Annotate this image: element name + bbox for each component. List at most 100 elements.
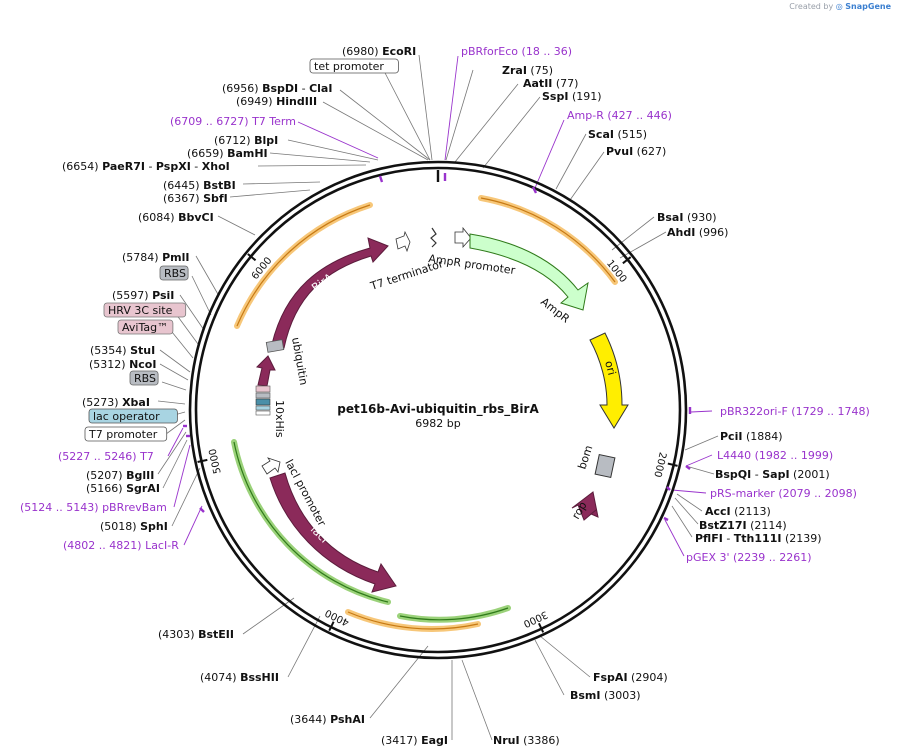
label-sbfi: (6367) SbfI [163,192,228,205]
label-part-pbr322ori-f: pBR322ori-F [720,405,788,418]
rop-green-line [399,607,509,621]
label-text-bsteii: (4303) BstEII [158,628,234,641]
leader-lines [157,54,719,741]
label-nrui: NruI (3386) [493,734,560,747]
label-blpi: (6712) BlpI [214,134,278,147]
label-part-bspqi-sapi: (2001) [793,468,830,481]
label-pcii: PciI (1884) [720,430,783,443]
label-text-pshai: (3644) PshAI [290,713,365,726]
label-hrv3c: HRV 3C site [103,302,187,318]
ampr-highlight-line [480,197,616,283]
label-l4440: L4440 (1982 .. 1999) [717,449,833,462]
label-part-t7-primer: T7 [139,450,154,463]
label-text-sphi: (5018) SphI [100,520,168,533]
label-text-sbfi: (6367) SbfI [163,192,228,205]
tick-label-5000: 5000 [208,447,224,474]
label-sphi: (5018) SphI [100,520,168,533]
label-part-bsshii: (4074) [200,671,237,684]
watermark-prefix: Created by [789,2,834,11]
label-aatii: AatII (77) [523,77,578,90]
label-part-bstbi: (6445) [163,179,200,192]
label-part-stui: (5354) [90,344,127,357]
label-bstz17i: BstZ17I (2114) [699,519,787,532]
label-bsmi: BsmI (3003) [570,689,641,702]
label-part-paer7i-pspxi-xhoi: XhoI [202,160,230,173]
scale-ticks [197,253,678,633]
label-part-pvui: PvuI [606,145,633,158]
backbone-outer-circle [188,160,688,660]
label-zrai: ZraI (75) [502,64,553,77]
label-box-lac-operator [88,408,178,424]
label-part-psii: PsiI [152,289,174,302]
label-paer7i-pspxi-xhoi: (6654) PaeR7I - PspXI - XhoI [62,160,230,173]
label-part-sbfi: SbfI [203,192,228,205]
label-part-bsai: (930) [687,211,717,224]
label-part-psii: (5597) [112,289,149,302]
label-ahdi: AhdI (996) [667,226,728,239]
label-part-bstz17i: (2114) [750,519,787,532]
label-part-pbrrevbam: pBRrevBam [102,501,167,514]
label-part-bsteii: (4303) [158,628,195,641]
label-part-ahdi: (996) [699,226,729,239]
label-box-avitag [117,319,174,335]
label-part-paer7i-pspxi-xhoi: PspXI [156,160,191,173]
label-eagi: (3417) EagI [381,734,448,747]
label-part-pflfi-tth111i: PflFI [695,532,723,545]
label-xbai: (5273) XbaI [82,396,150,409]
label-pbrrevbam: (5124 .. 5143) pBRrevBam [20,501,167,514]
label-part-ecori: (6980) [342,45,379,58]
label-text-lac-operator: lac operator [93,410,160,423]
label-t7-term: (6709 .. 6727) T7 Term [170,115,296,128]
label-part-pgex3: (2239 .. 2261) [733,551,812,564]
birA-highlight-line [236,204,371,327]
label-stui: (5354) StuI [90,344,155,357]
laci-feature-arrow [269,472,397,593]
label-scai: ScaI (515) [588,128,647,141]
label-part-prs-marker: pRS-marker [710,487,775,500]
label-text-fspai: FspAI (2904) [593,671,668,684]
label-text-acci: AccI (2113) [705,505,771,518]
label-text-pflfi-tth111i: PflFI - Tth111I (2139) [695,532,822,545]
label-text-nrui: NruI (3386) [493,734,560,747]
label-part-bstbi: BstBI [203,179,236,192]
label-part-nrui: NruI [493,734,520,747]
label-rbs2: RBS [129,370,159,386]
label-box-rbs1 [159,265,189,281]
label-text-amp-r: Amp-R (427 .. 446) [567,109,672,122]
label-text-bsmi: BsmI (3003) [570,689,641,702]
label-text-scai: ScaI (515) [588,128,647,141]
label-text-bsai: BsaI (930) [657,211,717,224]
label-text-paer7i-pspxi-xhoi: (6654) PaeR7I - PspXI - XhoI [62,160,230,173]
label-pvui: PvuI (627) [606,145,666,158]
label-part-bsteii: BstEII [198,628,234,641]
label-part-ncoi: (5312) [89,358,126,371]
ampr-promoter-arrow [454,226,472,249]
label-text-tet-promoter: tet promoter [314,60,384,73]
label-part-xbai: (5273) [82,396,119,409]
label-part-scai: ScaI [588,128,614,141]
plasmid-length: 6982 bp [415,417,460,430]
label-text-rbs1: RBS [164,267,186,280]
label-text-ahdi: AhdI (996) [667,226,728,239]
label-text-rbs2: RBS [134,372,156,385]
label-pmli: (5784) PmlI [122,251,189,264]
label-part-bglii: (5207) [86,469,123,482]
label-text-prs-marker: pRS-marker (2079 .. 2098) [710,487,857,500]
label-text-t7-promoter: T7 promoter [88,428,158,441]
label-pbr322ori-f: pBR322ori-F (1729 .. 1748) [720,405,870,418]
label-part-zrai: ZraI [502,64,527,77]
label-pbrforeco: pBRforEco (18 .. 36) [461,45,572,58]
laci-orange-line [347,611,479,630]
bom-label: bom [575,444,595,471]
rop-feature-arrow [571,491,599,521]
small-feature-pink-1 [255,385,271,393]
primer-marks [183,173,692,522]
label-box-tet-promoter [309,58,399,74]
label-part-eagi: (3417) [381,734,418,747]
label-part-bstz17i: BstZ17I [699,519,747,532]
label-part-pgex3: pGEX 3' [686,551,730,564]
scale-tick-4000 [328,621,335,632]
label-amp-r: Amp-R (427 .. 446) [567,109,672,122]
label-avitag: AviTag™ [117,319,174,335]
watermark-brand: SnapGene [845,2,891,11]
